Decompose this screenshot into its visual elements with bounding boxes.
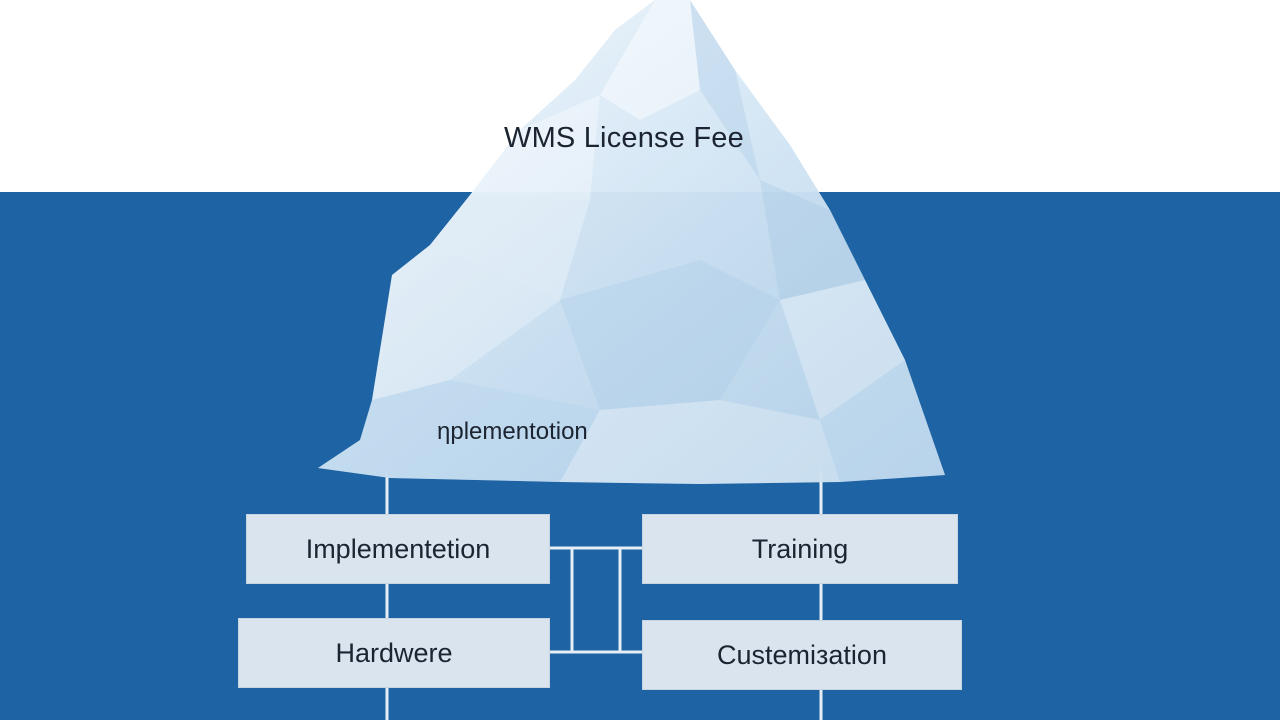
- cost-box-customization: Custemiзation: [642, 620, 962, 690]
- cost-box-label: Training: [751, 533, 849, 564]
- cost-box-training: Training: [642, 514, 958, 584]
- iceberg-shape: [318, 0, 945, 484]
- cost-box-label: Implementetion: [305, 533, 491, 564]
- submerged-label: ηplementotion: [437, 418, 588, 445]
- cost-box-label: Hardwere: [335, 637, 453, 668]
- cost-box-implementation: Implementetion: [246, 514, 550, 584]
- cost-box-hardware: Hardwere: [238, 618, 550, 688]
- tip-label: WMS License Fee: [504, 122, 744, 154]
- cost-box-label: Custemiзation: [717, 639, 887, 670]
